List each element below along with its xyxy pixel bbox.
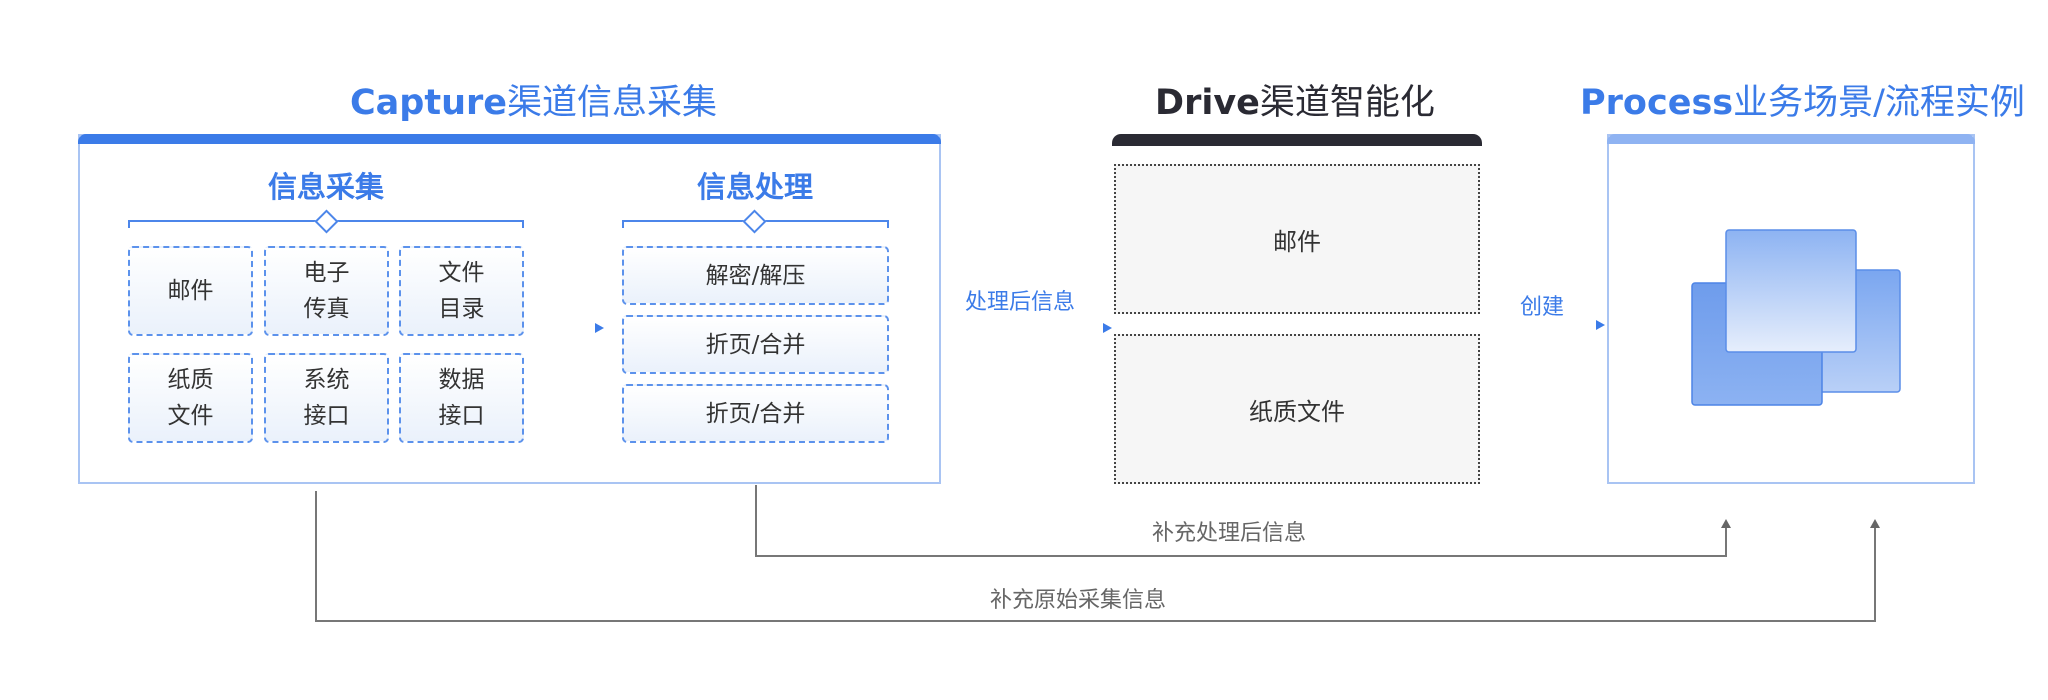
label-supplement-raw: 补充原始采集信息: [990, 588, 1167, 613]
stack-front-card: [1725, 229, 1857, 353]
connector-supplement-raw-head: [1870, 519, 1880, 528]
capture-panel-bar: [78, 134, 941, 144]
process-item-fold-merge: 折页/合并: [622, 384, 889, 443]
collect-item-line2: 目录: [438, 296, 485, 322]
collect-heading: 信息采集: [267, 170, 384, 204]
collect-item-email: 邮件: [128, 246, 253, 336]
collect-item-line2: 文件: [167, 403, 214, 429]
capture-title-bold: Capture: [350, 83, 508, 123]
process-title-bold: Process: [1580, 83, 1734, 123]
collect-item-line1: 邮件: [167, 278, 214, 304]
collect-item-line1: 数据: [438, 367, 485, 393]
drive-item-email: 邮件: [1114, 164, 1480, 314]
collect-item-fax: 电子传真: [264, 246, 389, 336]
process-title-rest: 业务场景/流程实例: [1733, 83, 2025, 123]
connector-supplement-processed: [755, 485, 1727, 557]
connector-supplement-raw: [315, 491, 1876, 622]
process-item-decrypt: 解密/解压: [622, 246, 889, 305]
process-stack-icon: [1691, 229, 1901, 406]
drive-item-paper: 纸质文件: [1114, 334, 1480, 484]
label-processed-info: 处理后信息: [965, 290, 1076, 315]
collect-item-line2: 接口: [303, 403, 350, 429]
process-panel-bar: [1607, 134, 1975, 144]
collect-item-line1: 纸质: [167, 367, 214, 393]
drive-title-bold: Drive: [1155, 83, 1260, 123]
capture-title: Capture渠道信息采集: [350, 78, 717, 128]
drive-title-rest: 渠道智能化: [1259, 83, 1435, 123]
collect-item-data-api: 数据接口: [399, 353, 524, 443]
arrow-collect-to-process-head: [595, 323, 604, 333]
connector-supplement-processed-head: [1721, 519, 1731, 528]
drive-panel-bar: [1112, 134, 1482, 146]
process-title: Process业务场景/流程实例: [1580, 78, 2025, 128]
process-heading: 信息处理: [696, 170, 813, 204]
label-supplement-processed: 补充处理后信息: [1152, 521, 1307, 546]
collect-item-line2: 传真: [303, 296, 350, 322]
collect-item-line1: 文件: [438, 260, 485, 286]
arrow-capture-to-drive-head: [1103, 323, 1112, 333]
collect-item-line2: 接口: [438, 403, 485, 429]
collect-item-line1: 系统: [303, 367, 350, 393]
collect-item-system-api: 系统接口: [264, 353, 389, 443]
collect-item-line1: 电子: [303, 260, 350, 286]
label-create: 创建: [1520, 295, 1565, 320]
process-item-fold-merge: 折页/合并: [622, 315, 889, 374]
arrow-drive-to-process-head: [1596, 320, 1605, 330]
capture-title-rest: 渠道信息采集: [507, 83, 718, 123]
drive-title: Drive渠道智能化: [1110, 78, 1480, 128]
collect-item-paper: 纸质文件: [128, 353, 253, 443]
collect-item-directory: 文件目录: [399, 246, 524, 336]
